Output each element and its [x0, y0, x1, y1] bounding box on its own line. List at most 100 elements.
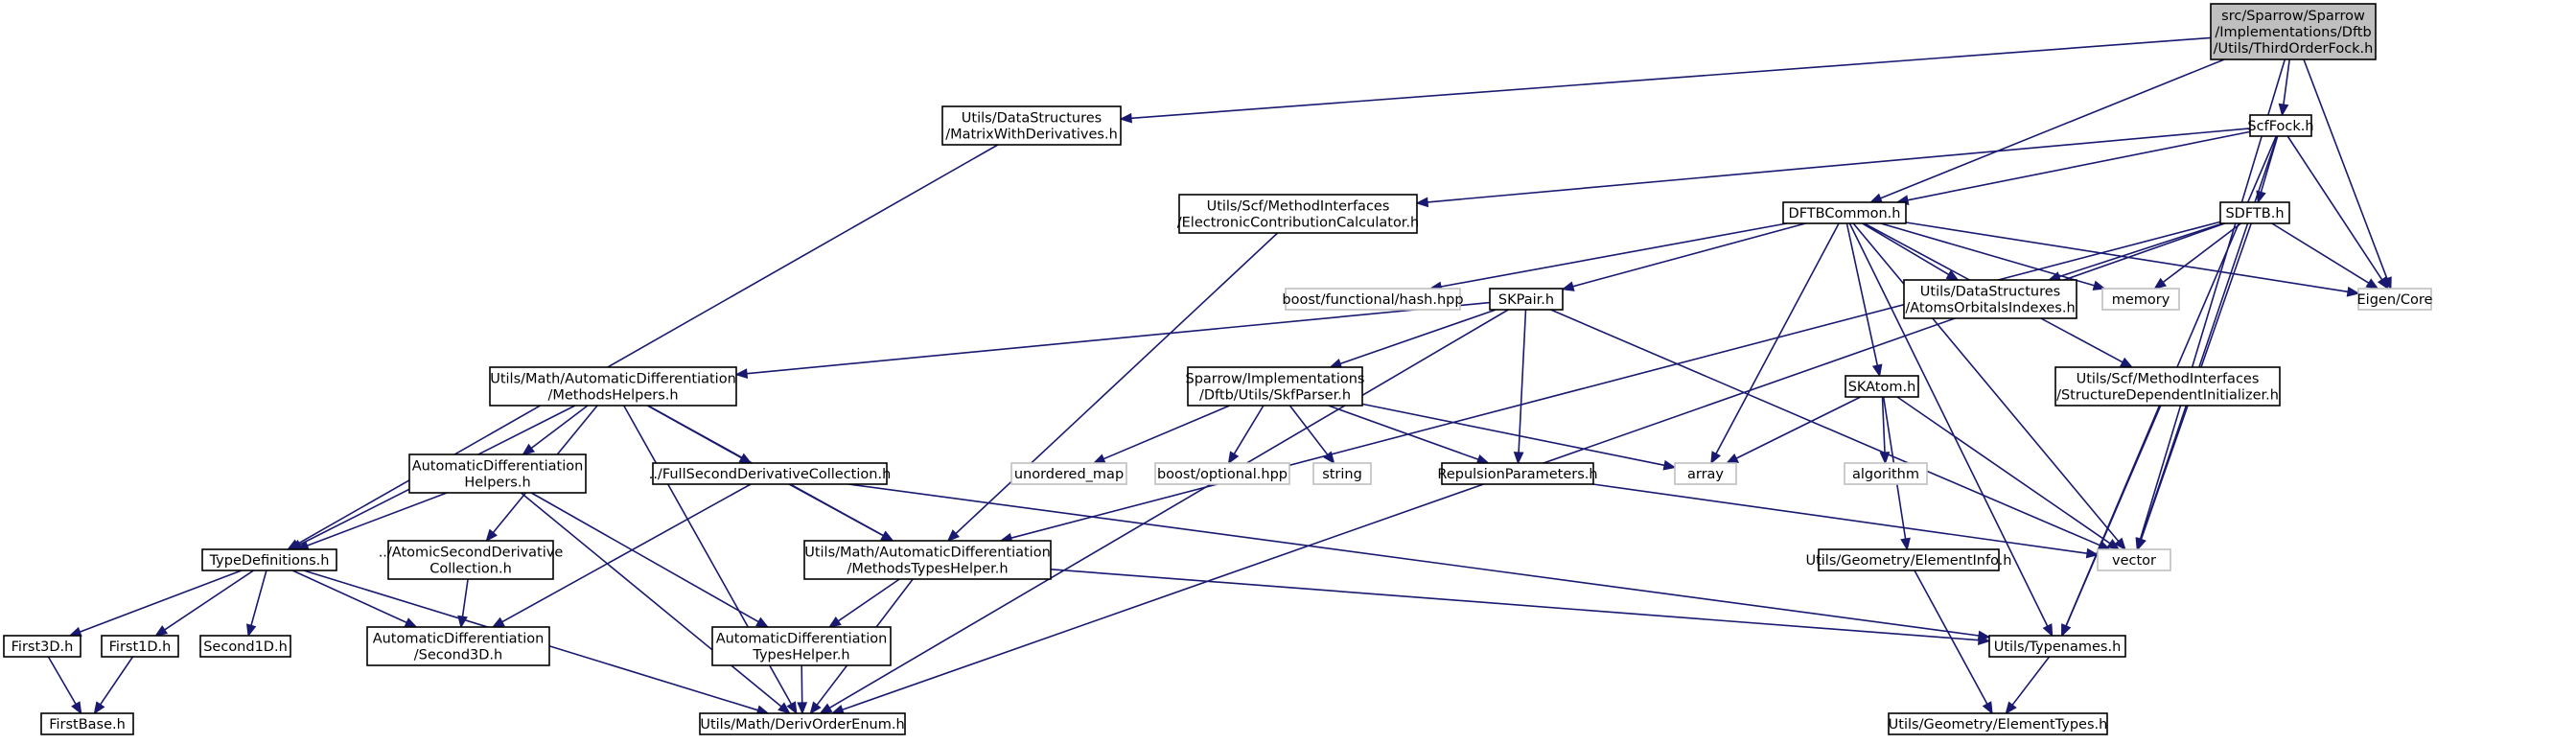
- arrowhead: [2114, 537, 2126, 551]
- node-label: /AtomsOrbitalsIndexes.h: [1905, 301, 2075, 316]
- node-label: /StructureDependentInitializer.h: [2056, 388, 2279, 404]
- arrowhead: [2153, 277, 2168, 290]
- node-label: string: [1322, 467, 1362, 482]
- arrowhead: [827, 616, 842, 628]
- arrowhead: [2106, 539, 2121, 550]
- node-box: [1988, 635, 2126, 658]
- node-elementinfo[interactable]: Utils/Geometry/ElementInfo.h: [1805, 548, 2012, 571]
- node-label: boost/functional/hash.hpp: [1282, 292, 1463, 308]
- node-mth[interactable]: Utils/Math/AutomaticDifferentiation/Meth…: [803, 540, 1052, 580]
- node-aoi[interactable]: Utils/DataStructures/AtomsOrbitalsIndexe…: [1903, 279, 2077, 319]
- node-layer: src/Sparrow/Sparrow/Implementations/Dftb…: [3, 3, 2433, 735]
- node-box: [1845, 375, 1919, 398]
- edge-adth-to-derivorder: [797, 664, 808, 715]
- edge-layer: [47, 36, 2392, 715]
- node-ecc[interactable]: Utils/Scf/MethodInterfaces/ElectronicCon…: [1177, 194, 1420, 234]
- node-label: Utils/Typenames.h: [1994, 639, 2122, 655]
- arrowhead: [1092, 453, 1106, 464]
- node-second1d[interactable]: Second1D.h: [199, 635, 291, 658]
- node-box: [2210, 3, 2377, 60]
- node-skatom[interactable]: SKAtom.h: [1845, 375, 1919, 398]
- arrowhead: [819, 703, 833, 714]
- node-label: boost/optional.hpp: [1157, 467, 1288, 482]
- arrowhead: [1561, 281, 1575, 291]
- node-box: [3, 635, 81, 658]
- edge-skfparser-to-optional: [1227, 405, 1265, 465]
- edge-dftbcommon-to-aoi: [1862, 222, 1960, 281]
- arrowhead: [2365, 278, 2379, 290]
- node-label: unordered_map: [1014, 467, 1124, 482]
- edge-root-to-dftbcommon: [1868, 58, 2225, 203]
- node-repulsion[interactable]: RepulsionParameters.h: [1437, 462, 1598, 485]
- node-box: [387, 540, 554, 580]
- node-label: SKPair.h: [1498, 292, 1554, 308]
- node-label: Utils/Geometry/ElementTypes.h: [1889, 717, 2108, 732]
- edge-typenames-to-elementtypes: [2005, 656, 2051, 715]
- node-label: Sparrow/Implementations: [1186, 372, 1365, 387]
- node-typedefs[interactable]: TypeDefinitions.h: [201, 548, 337, 571]
- arrowhead: [1323, 451, 1335, 465]
- arrowhead: [2005, 701, 2017, 715]
- arrowhead: [777, 702, 791, 715]
- node-label: SDFTB.h: [2225, 206, 2284, 221]
- arrowhead: [1900, 537, 1911, 551]
- node-derivorder[interactable]: Utils/Math/DerivOrderEnum.h: [699, 712, 906, 735]
- node-label: /Implementations/Dftb: [2215, 25, 2371, 40]
- node-second3d[interactable]: AutomaticDifferentiation/Second3D.h: [366, 626, 550, 666]
- arrowhead: [1513, 452, 1524, 465]
- arrowhead: [2278, 103, 2289, 117]
- edge-adhelpers-to-derivorder: [520, 492, 791, 715]
- node-unorderedmap: unordered_map: [1010, 462, 1127, 485]
- node-skpair[interactable]: SKPair.h: [1489, 288, 1564, 311]
- node-box: [489, 366, 737, 407]
- node-box: [1888, 712, 2108, 735]
- node-memory: memory: [2101, 288, 2180, 311]
- edge-sdftb-to-memory: [2153, 222, 2241, 290]
- node-mwd[interactable]: Utils/DataStructures/MatrixWithDerivativ…: [941, 105, 1122, 146]
- node-root: src/Sparrow/Sparrow/Implementations/Dftb…: [2210, 3, 2377, 60]
- node-methodshelpers[interactable]: Utils/Math/AutomaticDifferentiation/Meth…: [489, 366, 737, 407]
- node-box: [941, 105, 1122, 146]
- edge-scffock-to-eigen: [2286, 135, 2389, 291]
- node-typenames[interactable]: Utils/Typenames.h: [1988, 635, 2126, 658]
- edge-typedefs-to-first1d: [154, 570, 254, 637]
- node-label: AutomaticDifferentiation: [373, 632, 545, 647]
- node-box: [1312, 462, 1372, 485]
- node-sdi[interactable]: Utils/Scf/MethodInterfaces/StructureDepe…: [2054, 366, 2281, 407]
- node-label: Utils/Math/DerivOrderEnum.h: [700, 717, 904, 732]
- node-firstbase[interactable]: FirstBase.h: [40, 712, 134, 735]
- node-box: [652, 462, 888, 485]
- arrowhead: [2085, 547, 2100, 559]
- node-box: [408, 453, 587, 494]
- edge-skfparser-to-repulsion: [1328, 405, 1490, 465]
- node-fsdc[interactable]: ../FullSecondDerivativeCollection.h: [649, 462, 892, 485]
- node-first1d[interactable]: First1D.h: [101, 635, 179, 658]
- node-skfparser[interactable]: Sparrow/Implementations/Dftb/Utils/SkfPa…: [1186, 366, 1365, 407]
- edge-mwd-to-typedefs: [286, 144, 999, 550]
- node-elementtypes[interactable]: Utils/Geometry/ElementTypes.h: [1888, 712, 2108, 735]
- arrowhead: [755, 616, 770, 628]
- edge-scffock-to-vector: [2136, 135, 2279, 551]
- edge-sdi-to-typenames: [2061, 405, 2161, 638]
- node-box: [1010, 462, 1127, 485]
- arrowhead: [154, 625, 169, 637]
- node-label: TypeDefinitions.h: [209, 553, 330, 569]
- node-scffock[interactable]: ScfFock.h: [2247, 114, 2314, 137]
- node-sdftb[interactable]: SDFTB.h: [2219, 201, 2290, 224]
- node-first3d[interactable]: First3D.h: [3, 635, 81, 658]
- node-dftbcommon[interactable]: DFTBCommon.h: [1782, 201, 1907, 224]
- node-label: First1D.h: [109, 639, 172, 655]
- node-box: [2219, 201, 2290, 224]
- edge-dftbcommon-to-skatom: [1845, 222, 1883, 378]
- node-label: algorithm: [1852, 467, 1919, 482]
- node-box: [199, 635, 291, 658]
- node-label: /MethodsTypesHelper.h: [847, 562, 1008, 577]
- edge-first1d-to-firstbase: [93, 656, 134, 715]
- edge-dftbcommon-to-vector: [1852, 222, 2126, 551]
- node-box: [40, 712, 134, 735]
- node-label: /Utils/ThirdOrderFock.h: [2214, 41, 2374, 57]
- edge-skatom-to-algorithm: [1879, 396, 1891, 465]
